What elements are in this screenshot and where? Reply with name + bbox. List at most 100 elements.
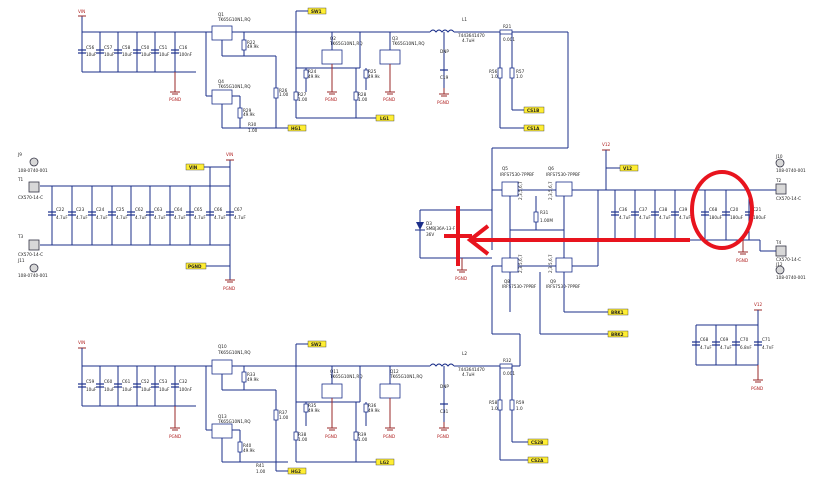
c68b-ref: C68 bbox=[700, 337, 709, 342]
q9-fet bbox=[555, 257, 573, 273]
j9-ref: J9 bbox=[17, 152, 22, 157]
t1-part: CX570-14-C bbox=[18, 195, 43, 200]
c68-val: 180uF bbox=[709, 215, 723, 220]
q5-pins: 2,3,5,6,7 bbox=[518, 181, 523, 200]
bottom-phase: Q10 TK65G10N1,RQ R33 49.9k R37 1.00 Q13 … bbox=[196, 334, 549, 475]
c66-ref: C66 bbox=[214, 207, 223, 212]
l1-ref: L1 bbox=[462, 17, 467, 22]
c39-val: 4.7uF bbox=[679, 215, 691, 220]
cs1b-tag: CS1B bbox=[527, 108, 539, 113]
r26-ref: R26 bbox=[279, 88, 288, 93]
q8-part: IRFS7530-7PPBF bbox=[502, 284, 537, 289]
c52-ref: C52 bbox=[141, 379, 150, 384]
c71-ref: C71 bbox=[762, 337, 771, 342]
j10-ref: J10 bbox=[775, 154, 783, 159]
r32-val: 0.001 bbox=[503, 371, 515, 376]
annotation-arrow-head bbox=[466, 224, 490, 256]
cs2b-tag: CS2B bbox=[531, 440, 543, 445]
c32-ref: C32 bbox=[179, 379, 188, 384]
j9-connector bbox=[29, 157, 39, 167]
switch-section: Q5 IRFS7530-7PPBF Q6 IRFS7530-7PPBF 2,3,… bbox=[415, 166, 629, 338]
r59-ref: R59 bbox=[516, 400, 525, 405]
t2-ref: T2 bbox=[775, 178, 782, 183]
dnp-bottom: DNP bbox=[440, 384, 449, 389]
c67-val: 4.7uF bbox=[234, 215, 246, 220]
r37-ref: R37 bbox=[279, 410, 288, 415]
r28-ref: R28 bbox=[358, 92, 367, 97]
c36-val: 4.7uF bbox=[619, 215, 631, 220]
r30-ref: R30 bbox=[248, 122, 257, 127]
r57-ref: R57 bbox=[516, 69, 525, 74]
j11-part: 108-0740-001 bbox=[18, 273, 48, 278]
l1-val: 4.7uH bbox=[462, 38, 474, 43]
t1-terminal bbox=[28, 181, 40, 193]
q12-fet bbox=[379, 383, 401, 399]
q4-ref: Q4 bbox=[218, 79, 224, 84]
r33-ref: R33 bbox=[247, 372, 256, 377]
c57-ref: C57 bbox=[104, 45, 113, 50]
c24-ref: C24 bbox=[96, 207, 105, 212]
t3-terminal bbox=[28, 239, 40, 251]
c56-ref: C56 bbox=[86, 45, 95, 50]
r38-val: 1.00 bbox=[298, 437, 308, 442]
dnp-top: DNP bbox=[440, 49, 449, 54]
c63-ref: C63 bbox=[154, 207, 163, 212]
c64-ref: C64 bbox=[174, 207, 183, 212]
r57-val: 1.0 bbox=[516, 74, 523, 79]
c50-ref: C50 bbox=[141, 45, 150, 50]
c22-val: 4.7uF bbox=[56, 215, 68, 220]
q4-part: TK65G10N1,RQ bbox=[217, 84, 251, 89]
pgnd-bottom-caps: PGND bbox=[169, 434, 181, 439]
q4-fet bbox=[211, 89, 233, 105]
pgnd-output: PGND bbox=[736, 258, 748, 263]
c70-ref: C70 bbox=[740, 337, 749, 342]
r27-ref: R27 bbox=[298, 92, 307, 97]
c69-val: 4.7uF bbox=[720, 345, 732, 350]
r29-val: 49.9k bbox=[243, 112, 255, 117]
l2-part: 7443641470 bbox=[458, 367, 485, 372]
q5-ref: Q5 bbox=[502, 166, 508, 171]
highlight-circle bbox=[690, 170, 754, 250]
q10-fet bbox=[211, 359, 233, 375]
t3-part: CX570-14-C bbox=[18, 252, 43, 257]
c25-ref: C25 bbox=[116, 207, 125, 212]
lg1-tag: LG1 bbox=[380, 116, 389, 121]
r31-ref: R31 bbox=[540, 210, 549, 215]
q6-pins: 2,3,5,6,7 bbox=[548, 181, 553, 200]
r36-val: 49.9k bbox=[368, 408, 380, 413]
c31-ref: C31 bbox=[440, 409, 449, 414]
r58-val: 1.0 bbox=[491, 406, 498, 411]
q1-fet bbox=[211, 25, 233, 41]
cs1a-tag: CS1A bbox=[527, 126, 540, 131]
c37-ref: C37 bbox=[639, 207, 648, 212]
q13-fet bbox=[211, 423, 233, 439]
pgnd-q11: PGND bbox=[325, 434, 337, 439]
j12-part: 108-0740-001 bbox=[776, 275, 806, 280]
c20-val: 180uF bbox=[730, 215, 744, 220]
q5-fet bbox=[501, 181, 519, 197]
r37-val: 1.00 bbox=[279, 415, 289, 420]
r40-val: 49.9k bbox=[243, 448, 255, 453]
r59-val: 1.0 bbox=[516, 406, 523, 411]
sw1-tag: SW1 bbox=[311, 9, 322, 14]
c37-val: 4.7uF bbox=[639, 215, 651, 220]
c57-val: 10uF bbox=[104, 52, 115, 57]
q1-part: TK65G10N1,RQ bbox=[217, 17, 251, 22]
q9-pins: 2,3,5,6,7 bbox=[548, 254, 553, 273]
r27-val: 1.00 bbox=[298, 97, 308, 102]
c16-ref: C16 bbox=[179, 45, 188, 50]
r56-ref: R56 bbox=[489, 69, 498, 74]
q3-fet bbox=[379, 49, 401, 65]
q12-part: TK65G10N1,RQ bbox=[389, 374, 423, 379]
c25-val: 4.7uF bbox=[116, 215, 128, 220]
r24-val: 49.9k bbox=[308, 74, 320, 79]
cs2a-tag: CS2A bbox=[531, 458, 544, 463]
pgnd-q3: PGND bbox=[383, 97, 395, 102]
c71-val: 4.7nF bbox=[762, 345, 774, 350]
d3-val: 36V bbox=[426, 232, 434, 237]
r33-val: 49.9k bbox=[247, 377, 259, 382]
brk2-tag: BRK2 bbox=[611, 332, 624, 337]
q12-ref: Q12 bbox=[390, 369, 399, 374]
c51-ref: C51 bbox=[159, 45, 168, 50]
r22-val: 49.9k bbox=[247, 44, 259, 49]
